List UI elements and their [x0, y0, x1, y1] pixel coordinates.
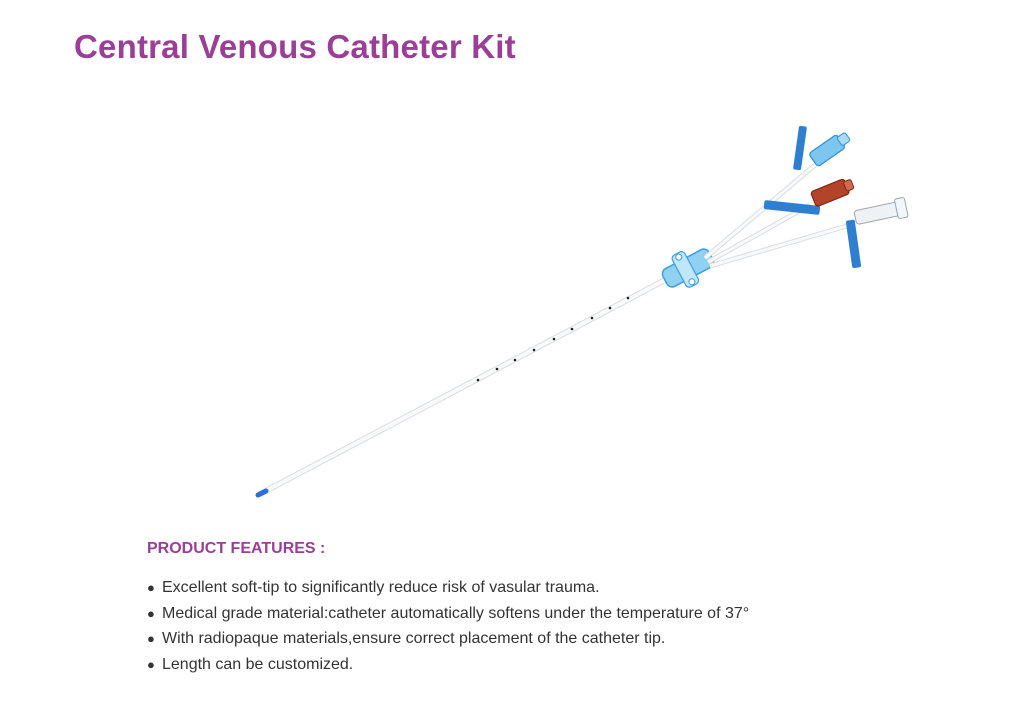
feature-item: ● Length can be customized. [147, 652, 749, 678]
bullet-icon: ● [147, 580, 155, 595]
bullet-icon: ● [147, 605, 155, 621]
feature-item: ● Excellent soft-tip to significantly red… [147, 575, 749, 601]
feature-item: ● Medical grade material:catheter automat… [147, 601, 749, 627]
feature-text: Length can be customized. [162, 655, 354, 673]
catheter-product-image [255, 125, 909, 498]
feature-text: With radiopaque materials,ensure correct… [162, 630, 666, 647]
page-title: Central Venous Catheter Kit [74, 28, 516, 65]
bullet-icon: ● [147, 656, 155, 672]
bullet-icon: ● [147, 631, 155, 646]
feature-item: ● With radiopaque materials,ensure correc… [147, 626, 749, 652]
feature-text: Excellent soft-tip to significantly redu… [162, 579, 600, 596]
features-heading: PRODUCT FEATURES : [147, 540, 326, 557]
feature-text: Medical grade material:catheter automati… [162, 604, 750, 622]
features-list: ● Excellent soft-tip to significantly red… [147, 575, 749, 677]
